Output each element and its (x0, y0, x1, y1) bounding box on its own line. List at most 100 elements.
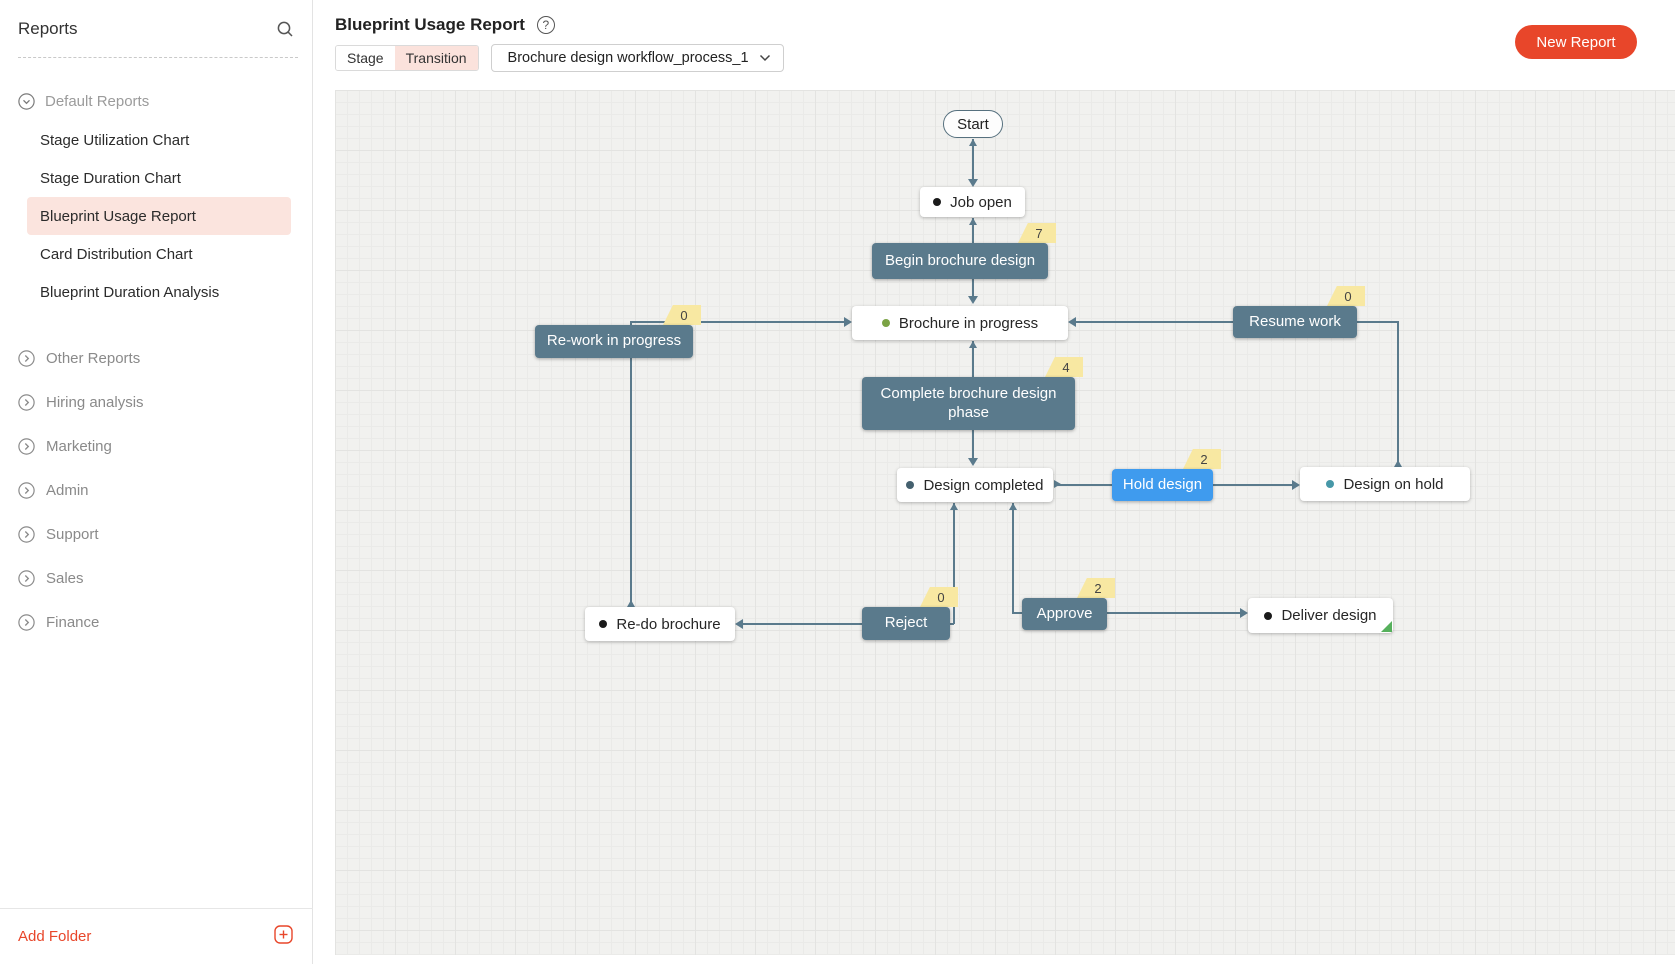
state-label: Design on hold (1343, 475, 1444, 493)
transition-approve: Approve (1022, 598, 1107, 630)
folder-label: Support (46, 525, 99, 543)
arrowhead (735, 619, 743, 629)
connector-rework-vertical (630, 321, 632, 602)
state-label: Re-do brochure (616, 615, 721, 633)
help-icon[interactable]: ? (536, 16, 555, 34)
state-label: Design completed (923, 476, 1044, 494)
status-dot (599, 620, 608, 628)
transition-resume-work: Resume work (1233, 306, 1357, 338)
sidebar-folder-admin[interactable]: Admin (0, 468, 313, 512)
arrowhead (968, 296, 978, 304)
transition-count-badge: 0 (663, 305, 701, 325)
state-label: Deliver design (1281, 607, 1377, 624)
connector-source-marker (1393, 460, 1402, 467)
chevron-right-circle-icon (18, 613, 35, 631)
sidebar-folder-support[interactable]: Support (0, 512, 313, 556)
transition-hold-design: Hold design (1112, 469, 1213, 501)
section-label: Default Reports (45, 92, 150, 110)
transition-count-badge: 7 (1018, 223, 1056, 243)
state-label: Start (957, 115, 989, 133)
connector-source-marker (626, 600, 635, 607)
chevron-right-circle-icon (18, 437, 35, 455)
chevron-right-circle-icon (18, 569, 35, 587)
sidebar-footer: Add Folder (0, 908, 313, 964)
controls-row: Stage Transition Brochure design workflo… (335, 44, 784, 72)
folder-label: Hiring analysis (46, 393, 144, 411)
arrowhead (968, 179, 978, 187)
chevron-down-icon (759, 50, 771, 66)
chevron-right-circle-icon (18, 481, 35, 499)
arrowhead (968, 458, 978, 466)
state-re-do-brochure: Re-do brochure (585, 607, 735, 641)
connector-reject-horizontal (743, 623, 954, 625)
view-mode-tabs: Stage Transition (335, 45, 479, 71)
connector-approve-horizontal (1012, 612, 1240, 614)
connector-source-marker (968, 139, 977, 146)
transition-count-badge: 0 (1327, 286, 1365, 306)
blueprint-selector-value: Brochure design workflow_process_1 (507, 50, 749, 66)
connector-source-marker (968, 341, 977, 348)
sidebar-item-blueprint-usage-report[interactable]: Blueprint Usage Report (27, 197, 291, 235)
folder-label: Finance (46, 613, 100, 631)
arrowhead (844, 317, 852, 327)
state-brochure-in-progress: Brochure in progress (852, 306, 1068, 340)
tab-transition[interactable]: Transition (394, 46, 478, 70)
sidebar-section-default-reports[interactable]: Default Reports (18, 88, 149, 114)
sidebar-title: Reports (18, 19, 78, 38)
folder-label: Marketing (46, 437, 112, 455)
sidebar-folder-marketing[interactable]: Marketing (0, 424, 313, 468)
state-job-open: Job open (920, 187, 1025, 217)
arrowhead (1292, 480, 1300, 490)
sidebar-item-stage-utilization-chart[interactable]: Stage Utilization Chart (40, 131, 190, 149)
folder-label: Sales (46, 569, 84, 587)
new-report-button[interactable]: New Report (1515, 25, 1637, 59)
status-dot (1326, 480, 1335, 488)
folder-label: Admin (46, 481, 89, 499)
chevron-right-circle-icon (18, 349, 35, 367)
sidebar: Reports Default Reports Stage Utilizatio… (0, 0, 313, 964)
report-folders-list: Other Reports Hiring analysis Marketing … (0, 336, 313, 644)
transition-count-badge: 2 (1077, 578, 1115, 598)
sidebar-folder-sales[interactable]: Sales (0, 556, 313, 600)
state-design-on-hold: Design on hold (1300, 467, 1470, 501)
connector-source-marker (1054, 480, 1061, 488)
sidebar-folder-other-reports[interactable]: Other Reports (0, 336, 313, 380)
connector-source-marker (949, 503, 958, 510)
sidebar-header: Reports (18, 14, 294, 44)
chevron-right-circle-icon (18, 525, 35, 543)
state-design-completed: Design completed (897, 468, 1053, 502)
blueprint-diagram-canvas[interactable]: Start Job open Brochure in progress Desi… (335, 90, 1675, 955)
sidebar-item-card-distribution-chart[interactable]: Card Distribution Chart (40, 245, 193, 263)
arrowhead (1068, 317, 1076, 327)
transition-reject: Reject (862, 607, 950, 640)
search-icon[interactable] (276, 20, 294, 38)
arrowhead (1240, 608, 1248, 618)
connector-resumework-vertical (1397, 321, 1399, 462)
transition-count-badge: 2 (1183, 449, 1221, 469)
page-title-row: Blueprint Usage Report ? (335, 15, 555, 35)
state-label: Job open (950, 193, 1012, 211)
page-title: Blueprint Usage Report (335, 15, 525, 34)
chevron-right-circle-icon (18, 393, 35, 411)
sidebar-folder-hiring-analysis[interactable]: Hiring analysis (0, 380, 313, 424)
main-header: Blueprint Usage Report ? Stage Transitio… (335, 0, 1680, 90)
default-reports-list: Stage Utilization Chart Stage Duration C… (0, 121, 313, 311)
tab-stage[interactable]: Stage (336, 46, 395, 70)
corner-fold-icon (1381, 621, 1392, 632)
connector-source-marker (1008, 503, 1017, 510)
connector-start-jobopen (972, 139, 974, 179)
add-folder-button[interactable]: Add Folder (18, 928, 92, 945)
transition-re-work-in-progress: Re-work in progress (535, 325, 693, 358)
transition-begin-brochure-design: Begin brochure design (872, 243, 1048, 279)
blueprint-selector-dropdown[interactable]: Brochure design workflow_process_1 (490, 44, 784, 72)
transition-count-badge: 4 (1045, 357, 1083, 377)
connector-approve-vertical (1012, 503, 1014, 613)
add-folder-plus-icon[interactable] (274, 924, 293, 949)
sidebar-item-stage-duration-chart[interactable]: Stage Duration Chart (40, 169, 181, 187)
sidebar-item-blueprint-duration-analysis[interactable]: Blueprint Duration Analysis (40, 283, 220, 301)
sidebar-folder-finance[interactable]: Finance (0, 600, 313, 644)
connector-source-marker (968, 218, 977, 225)
transition-complete-brochure-design-phase: Complete brochure design phase (862, 377, 1075, 430)
state-deliver-design: Deliver design (1248, 598, 1393, 633)
